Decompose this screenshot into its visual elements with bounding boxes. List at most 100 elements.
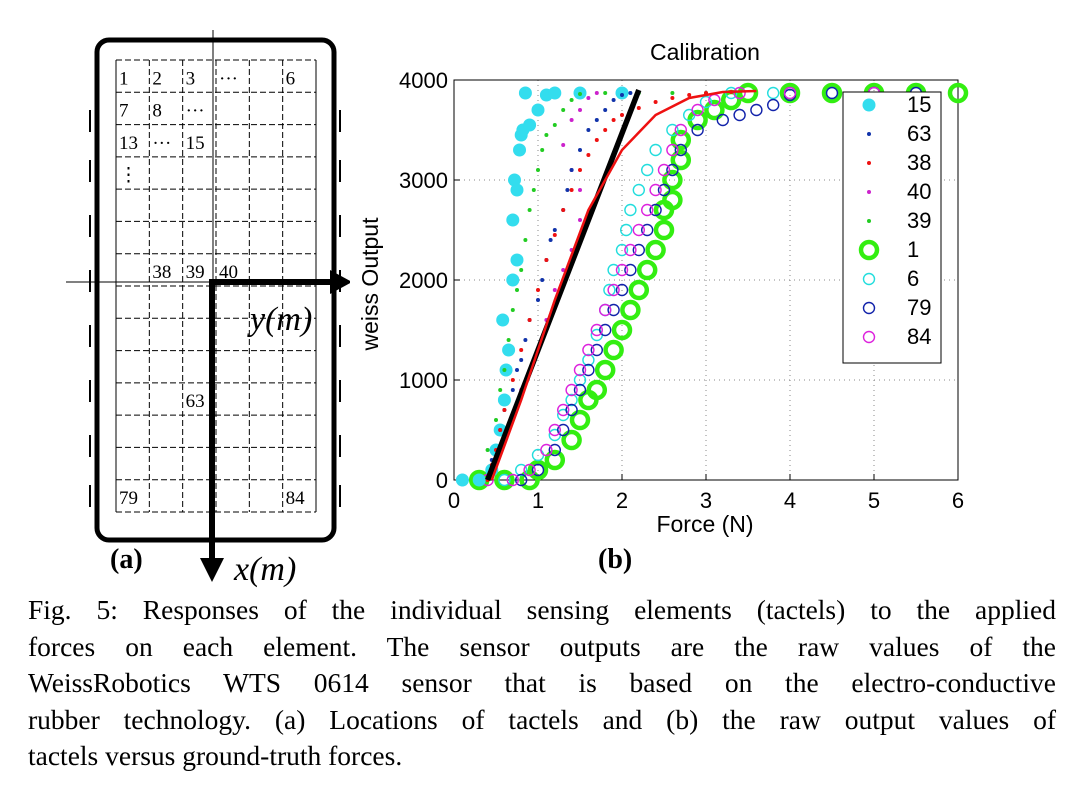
data-point (510, 308, 515, 312)
data-point (515, 368, 519, 372)
data-point (594, 138, 599, 142)
data-point (653, 219, 675, 241)
data-point (536, 288, 540, 292)
data-point (573, 373, 587, 387)
data-point (582, 363, 595, 377)
legend-label: 79 (907, 295, 931, 320)
data-point (603, 128, 608, 132)
data-point (506, 473, 520, 487)
data-point (615, 283, 629, 297)
y-tick-label: 3000 (399, 168, 448, 193)
x-tick-label: 0 (448, 488, 460, 513)
data-point (519, 348, 524, 352)
data-point (704, 99, 725, 121)
data-point (527, 459, 549, 481)
tactel-label: 2 (152, 68, 162, 89)
data-point (569, 409, 591, 431)
data-point (699, 95, 713, 109)
y-tick-label: 0 (436, 468, 448, 493)
data-point (691, 123, 704, 137)
data-point (561, 143, 566, 147)
data-point (552, 228, 557, 232)
legend-marker (858, 239, 880, 261)
data-point (578, 218, 582, 222)
legend-label: 63 (907, 121, 931, 146)
data-point (607, 263, 620, 277)
tactel-label: 7 (119, 101, 129, 122)
legend-marker (867, 132, 871, 136)
x-tick-label: 2 (616, 488, 628, 513)
data-point (615, 263, 629, 277)
data-point (594, 91, 599, 95)
data-point (548, 423, 562, 437)
figure-caption: Fig. 5: Responses of the individual sens… (28, 592, 1056, 775)
y-axis-arrowhead (330, 270, 350, 294)
caption-line-1: Fig. 5: Responses of the individual sens… (28, 594, 1056, 625)
data-point (594, 359, 616, 381)
data-point (825, 86, 839, 100)
data-point (561, 208, 566, 212)
data-point (569, 168, 574, 172)
x-tick-label: 4 (784, 488, 796, 513)
data-point (687, 93, 692, 97)
data-point (578, 92, 582, 96)
data-point (632, 183, 645, 197)
data-point (594, 118, 599, 122)
data-point (624, 203, 637, 217)
data-point (615, 243, 629, 257)
data-point (598, 323, 612, 337)
tactel-label: 6 (286, 68, 296, 89)
data-point (561, 108, 566, 112)
data-point (649, 203, 662, 217)
legend-label: 15 (907, 92, 931, 117)
data-point (821, 82, 843, 104)
data-point (586, 96, 591, 100)
x-tick-label: 6 (952, 488, 964, 513)
y-tick-label: 1000 (399, 368, 448, 393)
data-point (561, 429, 582, 451)
data-point (498, 428, 503, 432)
data-point (540, 148, 545, 152)
data-point (586, 379, 608, 401)
data-point (578, 188, 582, 192)
data-point (582, 353, 595, 367)
data-point (624, 243, 637, 257)
data-point (514, 473, 528, 487)
data-point (620, 113, 624, 117)
data-point (737, 82, 759, 104)
data-point (514, 463, 528, 477)
panel-label-a: (a) (110, 544, 143, 575)
data-point (527, 208, 532, 212)
data-point (556, 403, 570, 417)
data-point (733, 108, 746, 122)
tactel-label: 1 (119, 68, 129, 89)
data-point (578, 168, 582, 172)
data-point (494, 469, 515, 491)
data-point (632, 243, 645, 257)
data-point (513, 143, 527, 157)
tactel-label: ··· (152, 133, 171, 154)
data-point (552, 288, 557, 292)
data-point (510, 183, 524, 197)
data-point (515, 288, 519, 292)
legend-marker (867, 190, 871, 194)
data-point (510, 253, 524, 267)
data-point (556, 423, 570, 437)
data-point (691, 103, 704, 117)
data-point (620, 93, 624, 97)
data-point (502, 368, 507, 372)
caption-line-5: tactels versus ground-truth forces. (28, 740, 403, 771)
data-point (611, 319, 633, 341)
data-point (497, 393, 511, 407)
data-point (628, 279, 650, 301)
data-point (573, 363, 587, 377)
data-point (578, 108, 582, 112)
data-point (733, 86, 746, 100)
legend-label: 6 (907, 266, 919, 291)
data-point (507, 173, 521, 187)
tactel-label: 15 (186, 133, 205, 154)
data-point (586, 128, 591, 132)
data-point (472, 473, 486, 487)
